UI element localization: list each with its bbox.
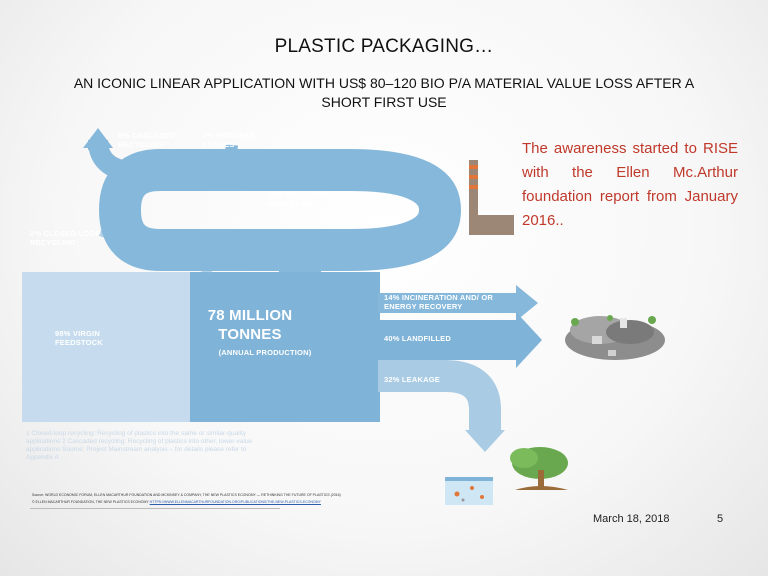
factory-icon — [469, 160, 514, 235]
diagram-footnotes: 1 Closed-loop recycling: Recycling of pl… — [26, 430, 253, 461]
closed-loop-band — [99, 230, 213, 275]
production-block — [190, 272, 380, 422]
report-link[interactable]: HTTPS://WWW.ELLENMACARTHURFOUNDATION.ORG… — [149, 500, 321, 504]
collected-loop — [98, 149, 462, 272]
copyright-text: © ELLEN MACARTHUR FOUNDATION, THE NEW PL… — [32, 500, 149, 504]
page-number: 5 — [717, 513, 724, 525]
footer-rule — [30, 508, 280, 509]
island-tree-icon — [510, 447, 568, 490]
source-line: Source: WORLD ECONOMIC FORUM, ELLEN MACA… — [32, 493, 341, 497]
landfill-heap-icon — [565, 315, 665, 360]
main-note-label: (ANNUAL PRODUCTION) — [218, 348, 312, 357]
incineration-label: 14% INCINERATION AND/ OR ENERGY RECOVERY — [384, 293, 493, 311]
incineration-arrowhead — [516, 285, 538, 321]
cascaded-arrowhead — [83, 128, 113, 148]
slide-subtitle: AN ICONIC LINEAR APPLICATION WITH US$ 80… — [73, 75, 695, 110]
cascaded-recycling-label: 8% CASCADED RECYCLING² — [118, 131, 176, 149]
leakage-label: 32% LEAKAGE — [384, 375, 440, 384]
landfilled-label: 40% LANDFILLED — [384, 334, 451, 343]
collected-label: 14% COLLECTED FOR RECYCLING — [268, 190, 353, 208]
virgin-feedstock-label: 98% VIRGIN FEEDSTOCK — [55, 329, 103, 347]
slide-date: March 18, 2018 — [593, 513, 670, 525]
landfilled-arrowhead — [516, 312, 542, 368]
landfilled-band — [378, 320, 518, 360]
main-value-label: 78 MILLION TONNES — [207, 307, 293, 343]
slide-title: PLASTIC PACKAGING… — [274, 36, 494, 57]
leakage-arrowhead — [465, 430, 505, 452]
incineration-band — [378, 293, 518, 313]
awareness-callout: The awareness started to RISE with the E… — [522, 140, 738, 229]
copyright-line: © ELLEN MACARTHUR FOUNDATION, THE NEW PL… — [32, 500, 321, 505]
closed-loop-label: 2% CLOSED-LOOP RECYCLING¹ — [30, 229, 101, 247]
process-losses-label: 4% PROCESS LOSSES — [203, 131, 255, 149]
ocean-with-fish-icon — [445, 477, 493, 505]
leakage-band — [378, 360, 501, 432]
virgin-feedstock-block — [22, 272, 212, 422]
process-losses-arrow — [197, 144, 238, 186]
